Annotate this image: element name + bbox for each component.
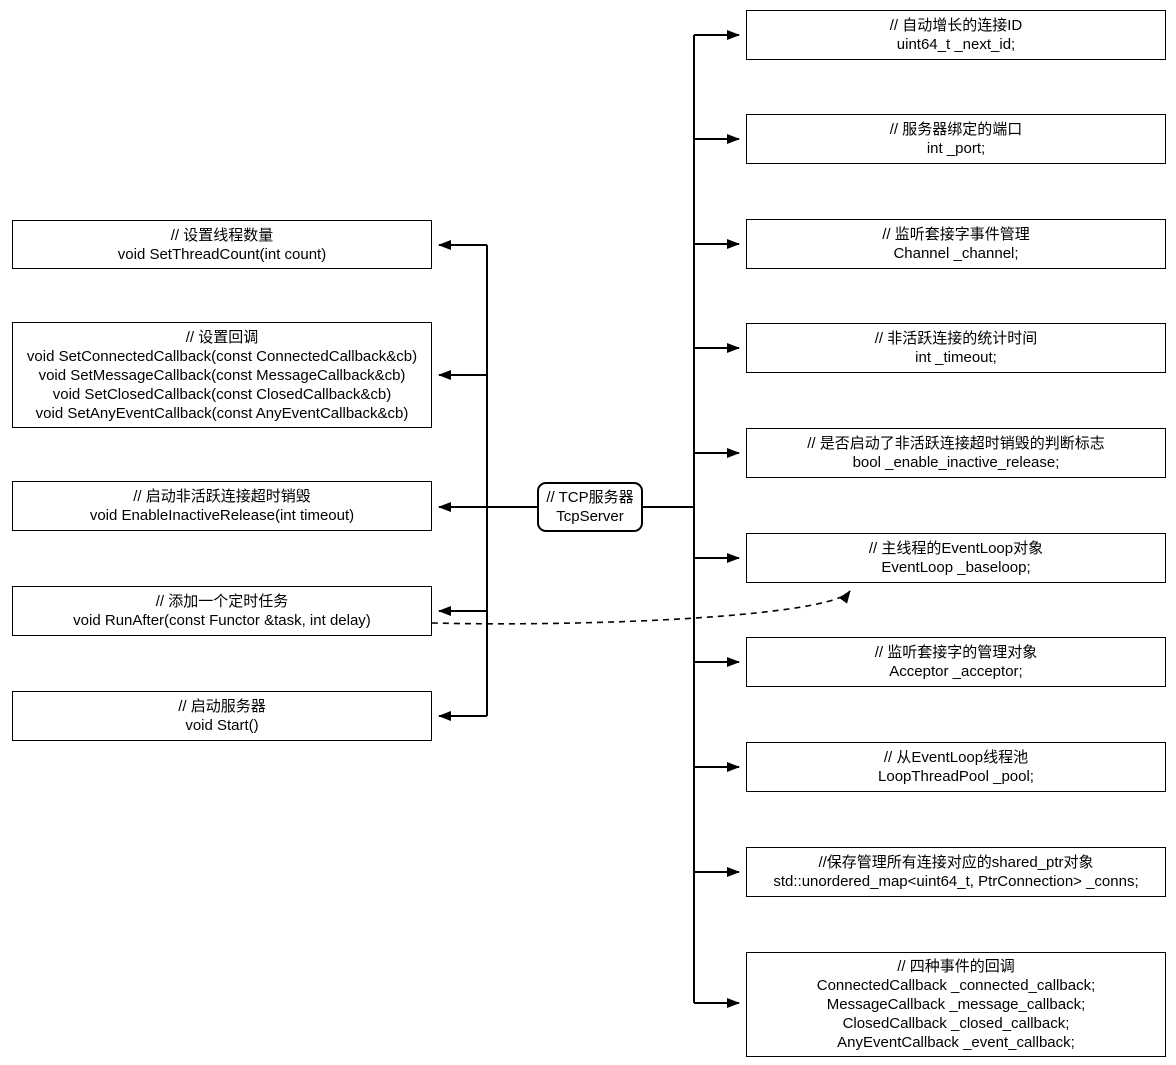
member-comment: // 是否启动了非活跃连接超时销毁的判断标志 [807,435,1105,452]
member-comment: // 非活跃连接的统计时间 [874,330,1038,347]
member-declaration: MessageCallback _message_callback; [826,996,1086,1013]
member-declaration: bool _enable_inactive_release; [852,454,1060,471]
method-box-enable-inactive-release: // 启动非活跃连接超时销毁 void EnableInactiveReleas… [12,481,432,531]
member-declaration: std::unordered_map<uint64_t, PtrConnecti… [773,873,1139,890]
method-signature: void EnableInactiveRelease(int timeout) [89,507,355,524]
member-comment: // 四种事件的回调 [897,958,1015,975]
member-box-enable-inactive-release-flag: // 是否启动了非活跃连接超时销毁的判断标志 bool _enable_inac… [746,428,1166,478]
method-signature: void SetConnectedCallback(const Connecte… [26,347,418,365]
member-declaration: int _timeout; [915,349,997,366]
method-signature: void RunAfter(const Functor &task, int d… [73,612,371,629]
member-declaration: ConnectedCallback _connected_callback; [816,977,1096,994]
class-name: TcpServer [556,508,624,525]
dashed-arrow-run-after-to-baseloop [431,590,851,625]
method-signature: void SetMessageCallback(const MessageCal… [38,366,406,384]
member-box-pool: // 从EventLoop线程池 LoopThreadPool _pool; [746,742,1166,792]
member-box-port: // 服务器绑定的端口 int _port; [746,114,1166,164]
method-box-start: // 启动服务器 void Start() [12,691,432,741]
method-comment: // 设置回调 [185,328,259,346]
method-signature: void Start() [185,717,259,734]
member-comment: // 服务器绑定的端口 [889,121,1023,138]
member-comment: // 监听套接字事件管理 [882,226,1030,243]
member-declaration: EventLoop _baseloop; [881,559,1031,576]
class-comment: // TCP服务器 [546,489,634,506]
method-box-run-after: // 添加一个定时任务 void RunAfter(const Functor … [12,586,432,636]
member-comment: // 从EventLoop线程池 [883,749,1029,766]
method-comment: // 启动服务器 [178,698,266,715]
member-declaration: AnyEventCallback _event_callback; [837,1034,1075,1051]
method-signature: void SetAnyEventCallback(const AnyEventC… [35,404,409,422]
member-declaration: int _port; [926,140,986,157]
member-comment: // 主线程的EventLoop对象 [868,540,1044,557]
member-comment: //保存管理所有连接对应的shared_ptr对象 [818,854,1094,871]
member-comment: // 监听套接字的管理对象 [874,644,1038,661]
method-signature: void SetThreadCount(int count) [117,245,327,263]
class-node-tcpserver: // TCP服务器 TcpServer [537,482,643,532]
member-declaration: Acceptor _acceptor; [889,663,1023,680]
member-box-timeout: // 非活跃连接的统计时间 int _timeout; [746,323,1166,373]
member-declaration: Channel _channel; [893,245,1019,262]
member-box-baseloop: // 主线程的EventLoop对象 EventLoop _baseloop; [746,533,1166,583]
method-comment: // 添加一个定时任务 [155,593,289,610]
member-declaration: uint64_t _next_id; [896,36,1016,53]
member-box-conns: //保存管理所有连接对应的shared_ptr对象 std::unordered… [746,847,1166,897]
method-signature: void SetClosedCallback(const ClosedCallb… [52,385,392,403]
member-declaration: LoopThreadPool _pool; [878,768,1034,785]
member-box-callbacks: // 四种事件的回调 ConnectedCallback _connected_… [746,952,1166,1057]
member-box-acceptor: // 监听套接字的管理对象 Acceptor _acceptor; [746,637,1166,687]
method-comment: // 设置线程数量 [170,226,274,244]
method-box-set-thread-count: // 设置线程数量 void SetThreadCount(int count) [12,220,432,269]
method-box-set-callbacks: // 设置回调 void SetConnectedCallback(const … [12,322,432,428]
member-comment: // 自动增长的连接ID [889,17,1023,34]
member-box-next-id: // 自动增长的连接ID uint64_t _next_id; [746,10,1166,60]
member-declaration: ClosedCallback _closed_callback; [842,1015,1070,1032]
method-comment: // 启动非活跃连接超时销毁 [133,488,311,505]
member-box-channel: // 监听套接字事件管理 Channel _channel; [746,219,1166,269]
